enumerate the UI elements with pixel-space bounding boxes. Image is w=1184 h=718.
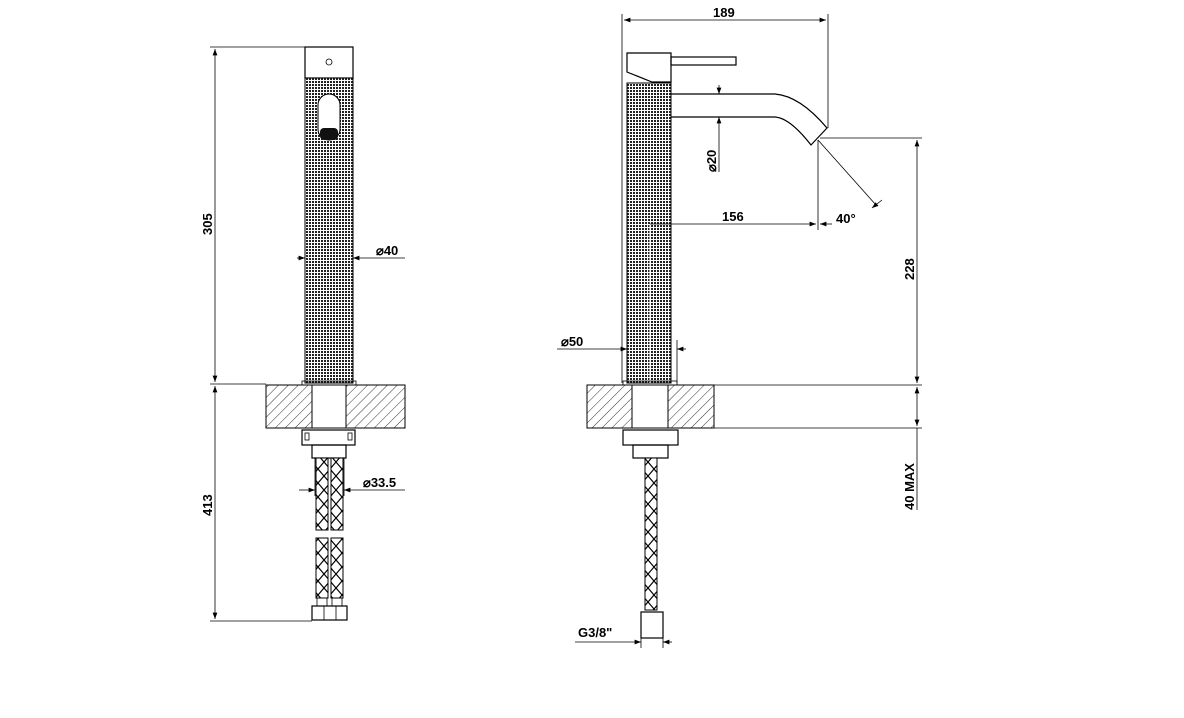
hose-right bbox=[330, 457, 344, 531]
dim-connection-g3-8: G3/8" bbox=[578, 625, 612, 640]
hose-left bbox=[315, 457, 329, 531]
dim-diameter-33-5: ⌀33.5 bbox=[363, 475, 396, 490]
hose-nuts bbox=[311, 605, 348, 621]
dim-height-305: 305 bbox=[200, 213, 215, 235]
dim-height-228: 228 bbox=[902, 258, 917, 280]
mounting-nut bbox=[301, 429, 356, 446]
dim-deck-40-max: 40 MAX bbox=[902, 463, 917, 510]
dim-angle-40: 40° bbox=[836, 211, 856, 226]
hose-nut bbox=[640, 611, 664, 639]
dim-projection-156: 156 bbox=[722, 209, 744, 224]
mounting-nut bbox=[622, 429, 679, 446]
dim-spout-diameter-20: ⌀20 bbox=[704, 150, 719, 172]
dim-reach-189: 189 bbox=[713, 5, 735, 20]
lever-body bbox=[626, 52, 672, 83]
lever-handle bbox=[670, 56, 737, 66]
spout bbox=[671, 93, 828, 146]
cap-hole bbox=[325, 58, 333, 66]
side-view: 189 ⌀20 156 40° 228 40 MAX ⌀50 G3/8" bbox=[557, 5, 922, 648]
knurled-body bbox=[626, 82, 672, 384]
hose bbox=[644, 457, 658, 611]
dim-length-413: 413 bbox=[200, 494, 215, 516]
front-view: 305 413 ⌀40 ⌀33.5 bbox=[200, 46, 406, 622]
dim-diameter-40: ⌀40 bbox=[376, 243, 398, 258]
dim-base-diameter-50: ⌀50 bbox=[561, 334, 583, 349]
faucet-cap bbox=[304, 46, 354, 79]
